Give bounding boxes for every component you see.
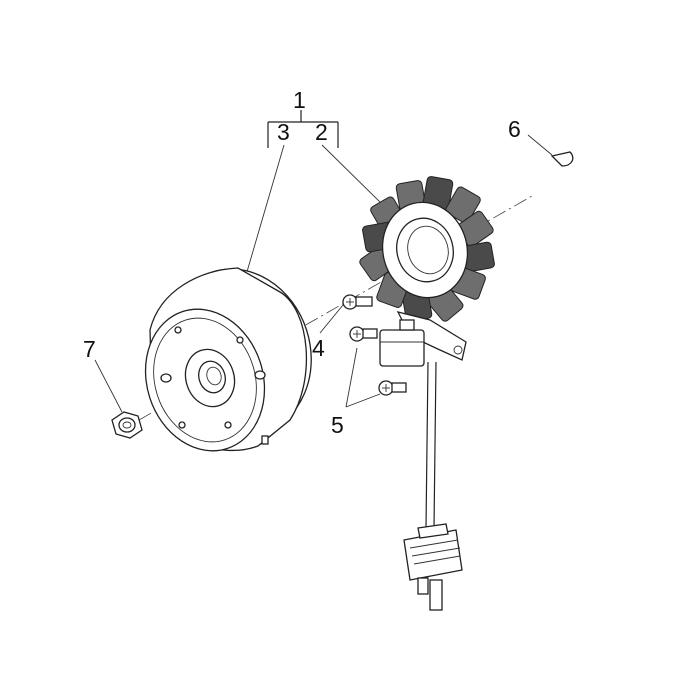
callout-2: 2 (315, 119, 328, 145)
pickup-sensor (379, 311, 467, 367)
screw-5-upper (349, 326, 378, 342)
screw-4 (342, 294, 373, 310)
callout-1: 1 (293, 87, 306, 113)
flywheel-rotor (144, 267, 312, 452)
callout-6: 6 (508, 116, 521, 142)
stator (359, 176, 495, 322)
group-bracket (267, 110, 339, 148)
leader-lines (94, 134, 553, 413)
callout-3: 3 (277, 119, 290, 145)
callout-labels: 1 3 2 6 7 4 5 (83, 87, 521, 438)
screw-5-lower (378, 380, 407, 396)
callout-7: 7 (83, 336, 96, 362)
flange-nut (111, 411, 143, 439)
callout-5: 5 (331, 412, 344, 438)
callout-4: 4 (312, 335, 325, 361)
woodruff-key (550, 151, 574, 167)
wire-harness (403, 361, 463, 611)
